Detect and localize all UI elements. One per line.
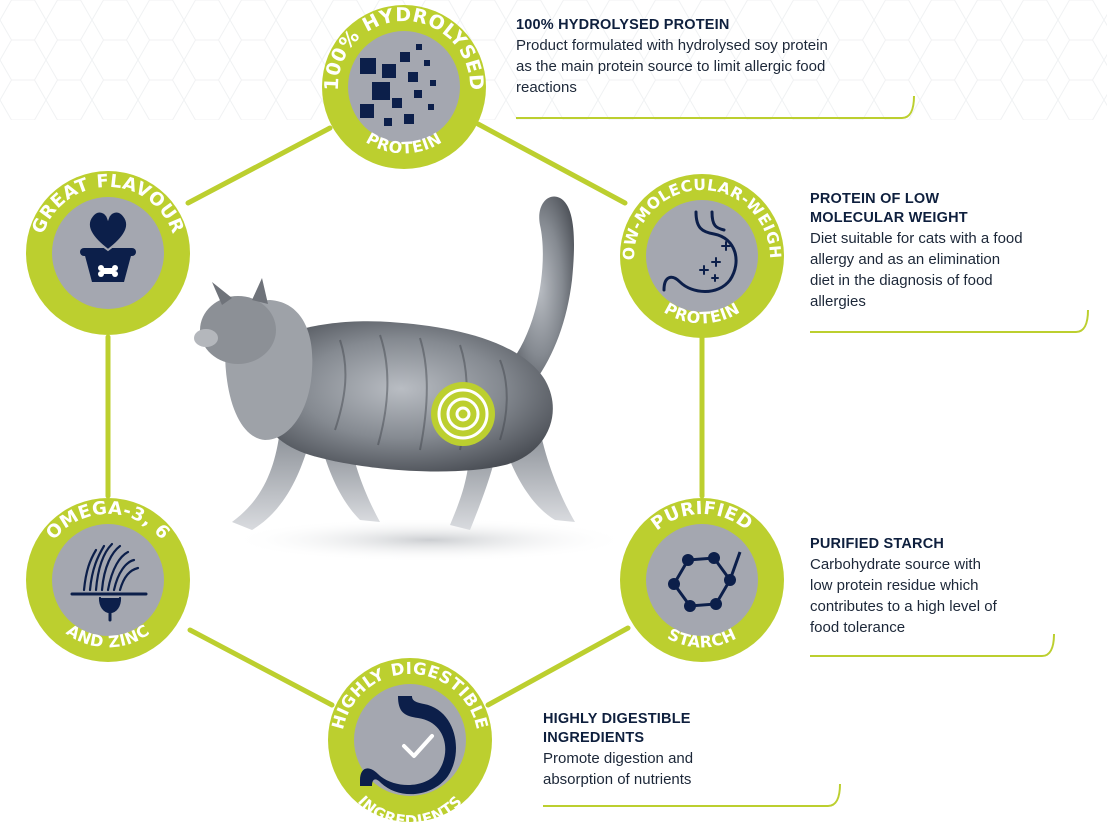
description-body: Diet suitable for cats with a food aller… xyxy=(810,230,1023,310)
hex-pattern-background xyxy=(0,0,1107,120)
description-title: 100% HYDROLYSED PROTEIN xyxy=(516,17,730,33)
badge-purified: PURIFIED STARCH xyxy=(620,498,784,662)
stomach-target-icon xyxy=(431,382,495,446)
description-digestible: HIGHLY DIGESTIBLE INGREDIENTS Promote di… xyxy=(543,710,843,790)
cat-head xyxy=(200,296,276,364)
badge-icon-bg xyxy=(52,524,164,636)
molecule-ring-icon xyxy=(668,551,742,612)
description-purified: PURIFIED STARCH Carbohydrate source with… xyxy=(810,535,1090,638)
cat-ear-back xyxy=(252,278,268,304)
stomach-sparkle-icon xyxy=(662,210,738,293)
cat-muzzle xyxy=(194,329,218,347)
description-title: HIGHLY DIGESTIBLE INGREDIENTS xyxy=(543,711,691,746)
connector-purified-digestible xyxy=(485,625,631,708)
badge-flavour: GREAT FLAVOUR xyxy=(26,171,190,335)
underline-low-molecular xyxy=(810,309,1089,333)
stomach-check-icon xyxy=(360,696,456,795)
description-body: Carbohydrate source with low protein res… xyxy=(810,556,997,636)
hair-follicle-icon xyxy=(70,542,148,622)
connector-hydrolysed-lowmolecular xyxy=(475,121,628,206)
badge-icon-bg xyxy=(646,524,758,636)
description-low-molecular: PROTEIN OF LOW MOLECULAR WEIGHT Diet sui… xyxy=(810,190,1100,312)
description-title: PURIFIED STARCH xyxy=(810,536,945,552)
badge-icon-bg xyxy=(646,200,758,312)
cat-fur-stripes xyxy=(334,334,508,451)
cat-tail xyxy=(505,196,575,400)
description-title: PROTEIN OF LOW MOLECULAR WEIGHT xyxy=(810,191,968,226)
badge-digestible: HIGHLY DIGESTIBLE INGREDIENTS xyxy=(328,658,492,823)
connector-flavour-hydrolysed xyxy=(185,125,333,206)
description-body: Product formulated with hydrolysed soy p… xyxy=(516,37,828,96)
badge-omega: OMEGA-3, 6 AND ZINC xyxy=(26,498,190,662)
hexagon-connectors xyxy=(105,121,705,708)
cat-shadow xyxy=(230,518,630,562)
cat-front-leg-left xyxy=(232,430,310,530)
heart-bowl-icon xyxy=(80,210,136,282)
cat-illustration xyxy=(194,196,630,562)
badge-hydrolysed: 100% HYDROLYSED PROTEIN xyxy=(321,4,487,169)
description-hydrolysed: 100% HYDROLYSED PROTEIN Product formulat… xyxy=(516,16,916,98)
cat-ear-front xyxy=(212,282,232,305)
description-underlines xyxy=(516,95,1089,807)
description-body: Promote digestion and absorption of nutr… xyxy=(543,750,694,788)
connector-digestible-omega xyxy=(187,627,335,708)
pixel-cluster-icon xyxy=(360,44,436,126)
badge-icon-bg xyxy=(348,31,460,143)
underline-digestible xyxy=(543,783,841,807)
underline-hydrolysed xyxy=(516,95,915,119)
underline-purified xyxy=(810,633,1055,657)
